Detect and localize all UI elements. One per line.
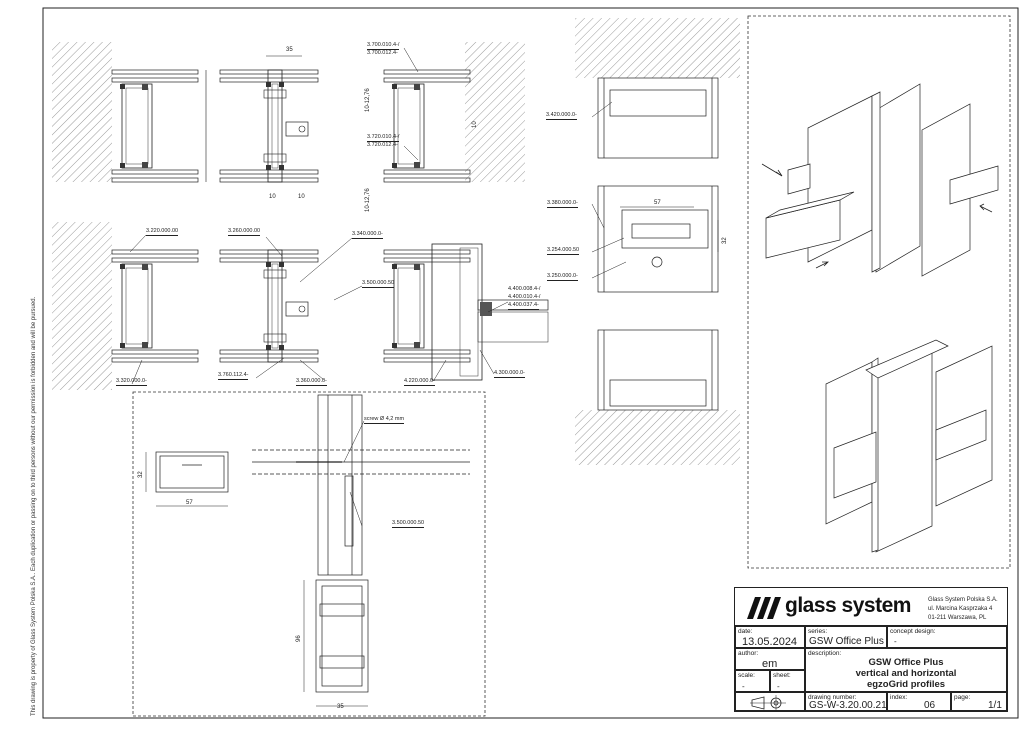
brand-name: glass system [785, 594, 911, 617]
description-line: GSW Office Plus [868, 657, 944, 668]
company-address: Glass System Polska S.A. ul. Marcina Kas… [928, 596, 998, 623]
part-label: 4.400.008.4-/ [508, 286, 541, 292]
ceiling-hatch [575, 18, 740, 78]
dim-profile-width: 35 [337, 704, 344, 710]
dim-detail-width: 57 [186, 500, 193, 506]
part-label: 3.360.000.0- [296, 378, 327, 386]
part-label: 4.400.010.4-/ [508, 294, 541, 300]
wall-hatch [52, 222, 112, 390]
part-label: 3.500.000.50 [362, 280, 395, 288]
index-value: 06 [924, 700, 936, 711]
sheet-label: sheet: [773, 672, 791, 679]
page-cell: page: 1/1 [951, 692, 1007, 711]
part-label: 3.320.000.0- [116, 378, 147, 386]
series-label: series: [808, 628, 828, 635]
wall-hatch [465, 42, 525, 182]
author-value: em [762, 658, 778, 670]
part-label: 3.700.012.4- [367, 50, 398, 56]
sheet-border [42, 7, 1019, 719]
dim-profile-height: 96 [296, 635, 302, 642]
author-label: author: [738, 650, 759, 657]
dim-top-width: 35 [286, 47, 293, 53]
description-label: description: [808, 650, 842, 657]
projection-symbol-icon [750, 695, 786, 711]
drawing-number-cell: drawing number: GS-W-3.20.00.21 [805, 692, 887, 711]
part-label: 4.400.037.4- [508, 302, 539, 310]
part-label: 4.220.000.0- [404, 378, 435, 386]
wall-hatch [52, 42, 112, 182]
scale-label: scale: [738, 672, 755, 679]
dim-10-right: 10 [298, 194, 305, 200]
part-label: 4.300.000.0- [494, 370, 525, 378]
copyright-notice: This drawing is property of Glass System… [31, 296, 37, 716]
dim-mid-width: 57 [654, 200, 661, 206]
series-cell: series: GSW Office Plus [805, 626, 887, 648]
drawing-number-label: drawing number: [808, 694, 857, 701]
date-cell: date: 13.05.2024 [735, 626, 805, 648]
company-line: ul. Marcina Kasprzaka 4 [928, 606, 993, 612]
page-value: 1/1 [988, 700, 1002, 711]
part-label: 3.720.010.4-/ [367, 134, 400, 142]
iso-view-bottom [825, 339, 993, 553]
part-label: 3.720.012.4- [367, 142, 398, 148]
concept-label: concept design: [890, 628, 936, 635]
scale-cell: scale: - [735, 670, 770, 692]
part-label: 3.500.000.50 [392, 520, 425, 528]
floor-hatch [575, 410, 740, 465]
date-value: 13.05.2024 [742, 636, 798, 648]
dim-detail-height: 32 [138, 471, 144, 478]
concept-cell: concept design: - [887, 626, 1007, 648]
series-value: GSW Office Plus [809, 636, 884, 647]
part-label: 3.380.000.0- [547, 200, 578, 208]
index-cell: index: 06 [887, 692, 951, 711]
screw-label: screw Ø 4,2 mm [364, 416, 405, 424]
part-label: 3.254.000.50 [547, 247, 580, 255]
projection-cell [735, 692, 805, 711]
description-cell: description: GSW Office Plus vertical an… [805, 648, 1007, 692]
company-line: 01-211 Warszawa, PL [928, 615, 987, 621]
scale-value: - [742, 682, 745, 691]
iso-frame [747, 15, 1011, 569]
detail-frame [132, 391, 486, 717]
part-label: 3.760.112.4- [218, 372, 249, 380]
date-label: date: [738, 628, 753, 635]
page-label: page: [954, 694, 971, 701]
description-value: GSW Office Plus vertical and horizontal … [806, 657, 1006, 690]
iso-view-top [765, 83, 999, 277]
company-line: Glass System Polska S.A. [928, 597, 998, 603]
description-line: vertical and horizontal [855, 668, 957, 679]
part-label: 3.420.000.0- [546, 112, 577, 120]
drawing-number-value: GS-W-3.20.00.21 [809, 700, 887, 711]
part-label: 3.250.000.0- [547, 273, 578, 281]
sheet-value: - [777, 682, 780, 691]
dim-10-left: 10 [269, 194, 276, 200]
dim-10-side: 10 [472, 121, 478, 128]
dim-mid-height: 32 [722, 237, 728, 244]
brand-logo-icon [747, 597, 781, 619]
description-line: egzoGrid profiles [866, 679, 946, 690]
title-block-header: glass system Glass System Polska S.A. ul… [735, 588, 1007, 626]
index-label: index: [890, 694, 908, 701]
dim-right-height-2: 10-12,76 [365, 188, 371, 212]
part-label: 3.700.010.4-/ [367, 42, 400, 50]
sheet-cell: sheet: - [770, 670, 805, 692]
part-label: 3.340.000.0- [352, 231, 383, 239]
part-label: 3.220.000.00 [146, 228, 179, 236]
author-cell: author: em [735, 648, 805, 670]
part-label: 3.260.000.00 [228, 228, 261, 236]
title-block: glass system Glass System Polska S.A. ul… [734, 587, 1008, 712]
dim-right-height-1: 10-12,76 [365, 88, 371, 112]
concept-value: - [894, 637, 897, 646]
